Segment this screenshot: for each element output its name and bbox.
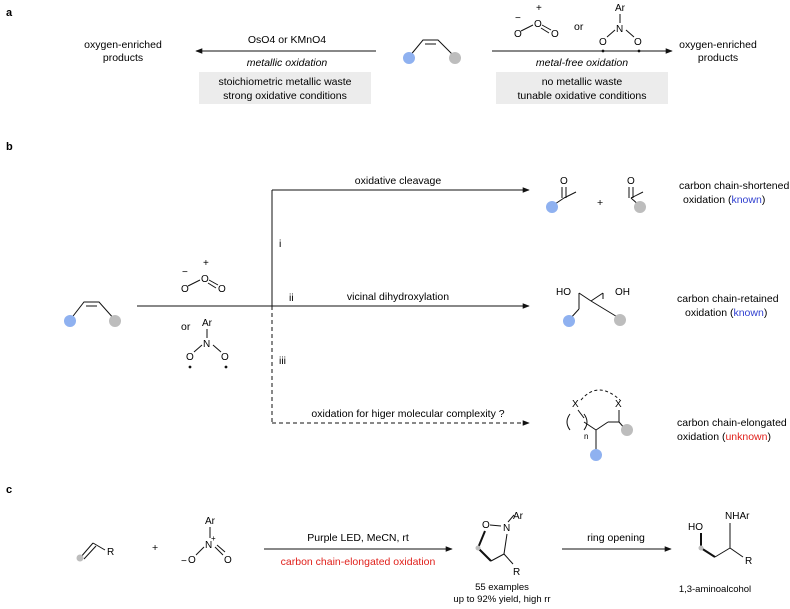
panel-a-label: a [6,7,13,19]
svg-text:O: O [181,284,189,295]
svg-text:R: R [107,547,114,558]
terminal-alkene: R [76,542,114,562]
shortened-line1: carbon chain-shortened [679,180,789,192]
svg-text:+: + [536,3,542,14]
svg-text:OH: OH [615,287,630,298]
svg-text:O: O [201,274,209,285]
svg-text:O: O [514,29,522,40]
plus-b: + [597,197,603,209]
metal-free-box [496,72,668,104]
svg-text:Ar: Ar [205,516,216,527]
svg-text:O: O [599,37,607,48]
svg-text:X: X [615,399,622,410]
svg-text:O: O [221,352,229,363]
isoxazolidine-product: O N Ar R [475,511,524,578]
svg-text:N: N [205,540,212,551]
metallic-box [199,72,371,104]
svg-text:N: N [203,339,210,350]
elongated-line2: oxidation (unknown) [677,431,771,443]
cleavage-label: oxidative cleavage [355,175,442,187]
svg-text:+: + [203,258,209,269]
svg-text:O: O [224,555,232,566]
yield-line1: 55 examples [475,582,529,593]
left-product-line1: oxygen-enriched [84,39,162,51]
svg-text:−: − [181,556,187,567]
svg-text:HO: HO [556,287,571,298]
nitroarene-c: Ar N + O − O [181,516,232,567]
or-a: or [574,21,584,33]
diol-product: HO OH [556,287,630,327]
svg-text:N: N [616,24,623,35]
svg-text:Ar: Ar [513,511,524,522]
metallic-label: metallic oxidation [247,57,328,69]
metallic-box-line1: stoichiometric metallic waste [218,76,351,88]
metallic-box-line2: strong oxidative conditions [223,90,347,102]
svg-text:R: R [745,556,752,567]
route-i-label: i [279,238,281,250]
ring-opening-label: ring opening [587,532,645,544]
svg-text:HO: HO [688,522,703,533]
svg-text:O: O [634,37,642,48]
route-ii-label: ii [289,292,294,304]
retained-line1: carbon chain-retained [677,293,779,305]
panel-b: b − + O O O or Ar N O O [6,141,789,461]
aminoalcohol-product: HO NHAr R [688,511,752,567]
yield-line2: up to 92% yield, high rr [453,594,550,605]
svg-text:−: − [515,13,521,24]
aldehyde-gray: O [627,176,646,213]
alkene-a [403,39,461,64]
svg-text:Ar: Ar [202,318,213,329]
ozone-a: − + O O O [514,3,559,40]
panel-c: c R + Ar N + O − O Purple LED, MeCN, rt … [6,484,752,605]
plus-c: + [152,542,158,554]
conditions: Purple LED, MeCN, rt [307,532,409,544]
complexity-label: oxidation for higer molecular complexity… [311,408,504,420]
svg-text:n: n [584,432,588,441]
nitroarene-a: Ar N O O [599,3,642,53]
elongated-product: X X n [566,389,633,461]
or-b: or [181,321,191,333]
svg-text:Ar: Ar [615,3,626,14]
panel-c-label: c [6,484,12,496]
left-product-line2: products [103,52,143,64]
panel-b-label: b [6,141,13,153]
ozone-b: − + O O O [181,258,226,295]
aldehyde-blue: O [546,176,577,213]
dihydroxylation-label: vicinal dihydroxylation [347,291,449,303]
metal-free-label: metal-free oxidation [536,57,628,69]
right-product-line2: products [698,52,738,64]
product-name: 1,3-aminoalcohol [679,584,751,595]
gray-substituent [449,52,461,64]
highlight-label: carbon chain-elongated oxidation [281,556,436,568]
svg-text:X: X [572,399,579,410]
svg-text:N: N [503,523,510,534]
shortened-line2: oxidation (known) [683,194,765,206]
svg-text:O: O [627,176,635,187]
svg-text:NHAr: NHAr [725,511,750,522]
svg-text:O: O [186,352,194,363]
svg-text:−: − [182,267,188,278]
right-product-line1: oxygen-enriched [679,39,757,51]
svg-text:O: O [188,555,196,566]
nitroarene-b: Ar N O O [186,318,229,369]
alkene-b [64,301,121,327]
blue-substituent [403,52,415,64]
svg-text:O: O [482,520,490,531]
panel-a: a oxygen-enriched products OsO4 or KMnO4… [6,3,757,104]
retained-line2: oxidation (known) [685,307,767,319]
svg-text:R: R [513,567,520,578]
metal-free-box-line1: no metallic waste [542,76,623,88]
svg-text:O: O [218,284,226,295]
metallic-reagent: OsO4 or KMnO4 [248,34,326,46]
svg-text:+: + [211,534,216,543]
svg-text:O: O [534,19,542,30]
svg-text:O: O [560,176,568,187]
svg-text:O: O [551,29,559,40]
metal-free-box-line2: tunable oxidative conditions [517,90,646,102]
elongated-line1: carbon chain-elongated [677,417,787,429]
route-iii-label: iii [279,355,286,367]
